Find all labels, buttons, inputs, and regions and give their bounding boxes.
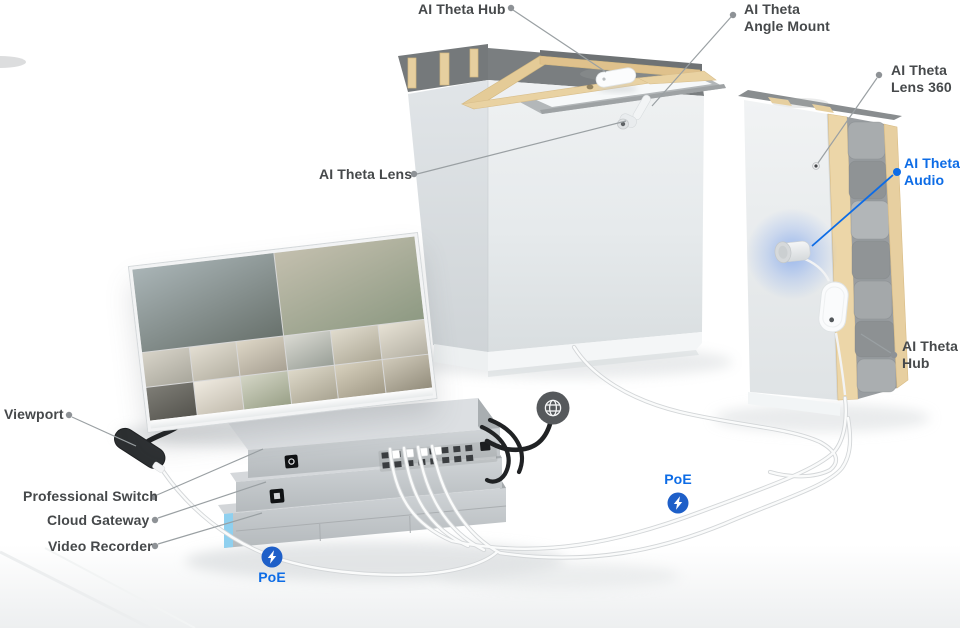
theta-lens-device <box>617 113 637 130</box>
camera-feed-1 <box>132 253 283 353</box>
viewport-device <box>114 424 180 474</box>
label-cloud-gateway: Cloud Gateway <box>47 512 150 528</box>
theta-lens-360-pinhole <box>812 162 820 170</box>
camera-feed-6 <box>283 331 334 371</box>
camera-feed-3 <box>142 347 193 387</box>
camera-feed-10 <box>193 376 244 416</box>
label-theta-audio: AI Theta Audio <box>904 155 960 188</box>
insulation-blocks <box>847 121 897 393</box>
label-poe-right: PoE <box>664 471 692 487</box>
theta-hub-ceiling-device <box>595 67 637 88</box>
main-wall <box>0 44 704 377</box>
network-cables-black <box>479 417 553 484</box>
camera-feed-14 <box>382 354 433 393</box>
label-theta-hub-top: AI Theta Hub <box>418 1 506 17</box>
switch-display <box>284 454 299 469</box>
globe-icon <box>536 391 570 425</box>
camera-feed-5 <box>236 336 287 376</box>
camera-feed-2 <box>273 236 425 336</box>
network-cables-white <box>160 344 853 577</box>
label-theta-angle-mount: AI Theta Angle Mount <box>744 1 830 34</box>
label-poe-left: PoE <box>258 569 286 585</box>
ceiling-assembly <box>460 50 726 130</box>
theta-angle-mount-device <box>617 94 651 130</box>
camera-feed-9 <box>146 382 197 421</box>
poe-icon-left <box>261 546 283 568</box>
camera-feed-13 <box>334 360 385 399</box>
camera-feed-11 <box>240 371 291 410</box>
camera-feed-8 <box>378 319 429 360</box>
poe-icon-right <box>667 492 689 514</box>
gateway-display <box>269 488 285 504</box>
baseboard <box>488 332 702 371</box>
right-wall <box>738 90 909 416</box>
label-professional-switch: Professional Switch <box>23 488 158 504</box>
leader-lines <box>71 9 892 545</box>
camera-feed-12 <box>287 365 338 404</box>
label-video-recorder: Video Recorder <box>48 538 153 554</box>
audio-leader-line <box>811 174 894 247</box>
label-theta-lens-360: AI Theta Lens 360 <box>891 62 952 95</box>
label-theta-lens: AI Theta Lens <box>319 166 413 182</box>
label-theta-hub-right: AI Theta Hub <box>902 338 959 371</box>
camera-feed-7 <box>330 325 381 365</box>
theta-audio-device <box>774 240 811 264</box>
viewport-monitor <box>129 233 437 432</box>
label-viewport: Viewport <box>4 406 64 422</box>
equipment-stack <box>218 398 507 548</box>
camera-feed-4 <box>189 342 240 382</box>
audio-leader-dot <box>893 168 901 176</box>
right-baseboard <box>748 392 840 416</box>
leader-dots <box>65 4 898 550</box>
theta-hub-wall-device <box>818 281 849 333</box>
